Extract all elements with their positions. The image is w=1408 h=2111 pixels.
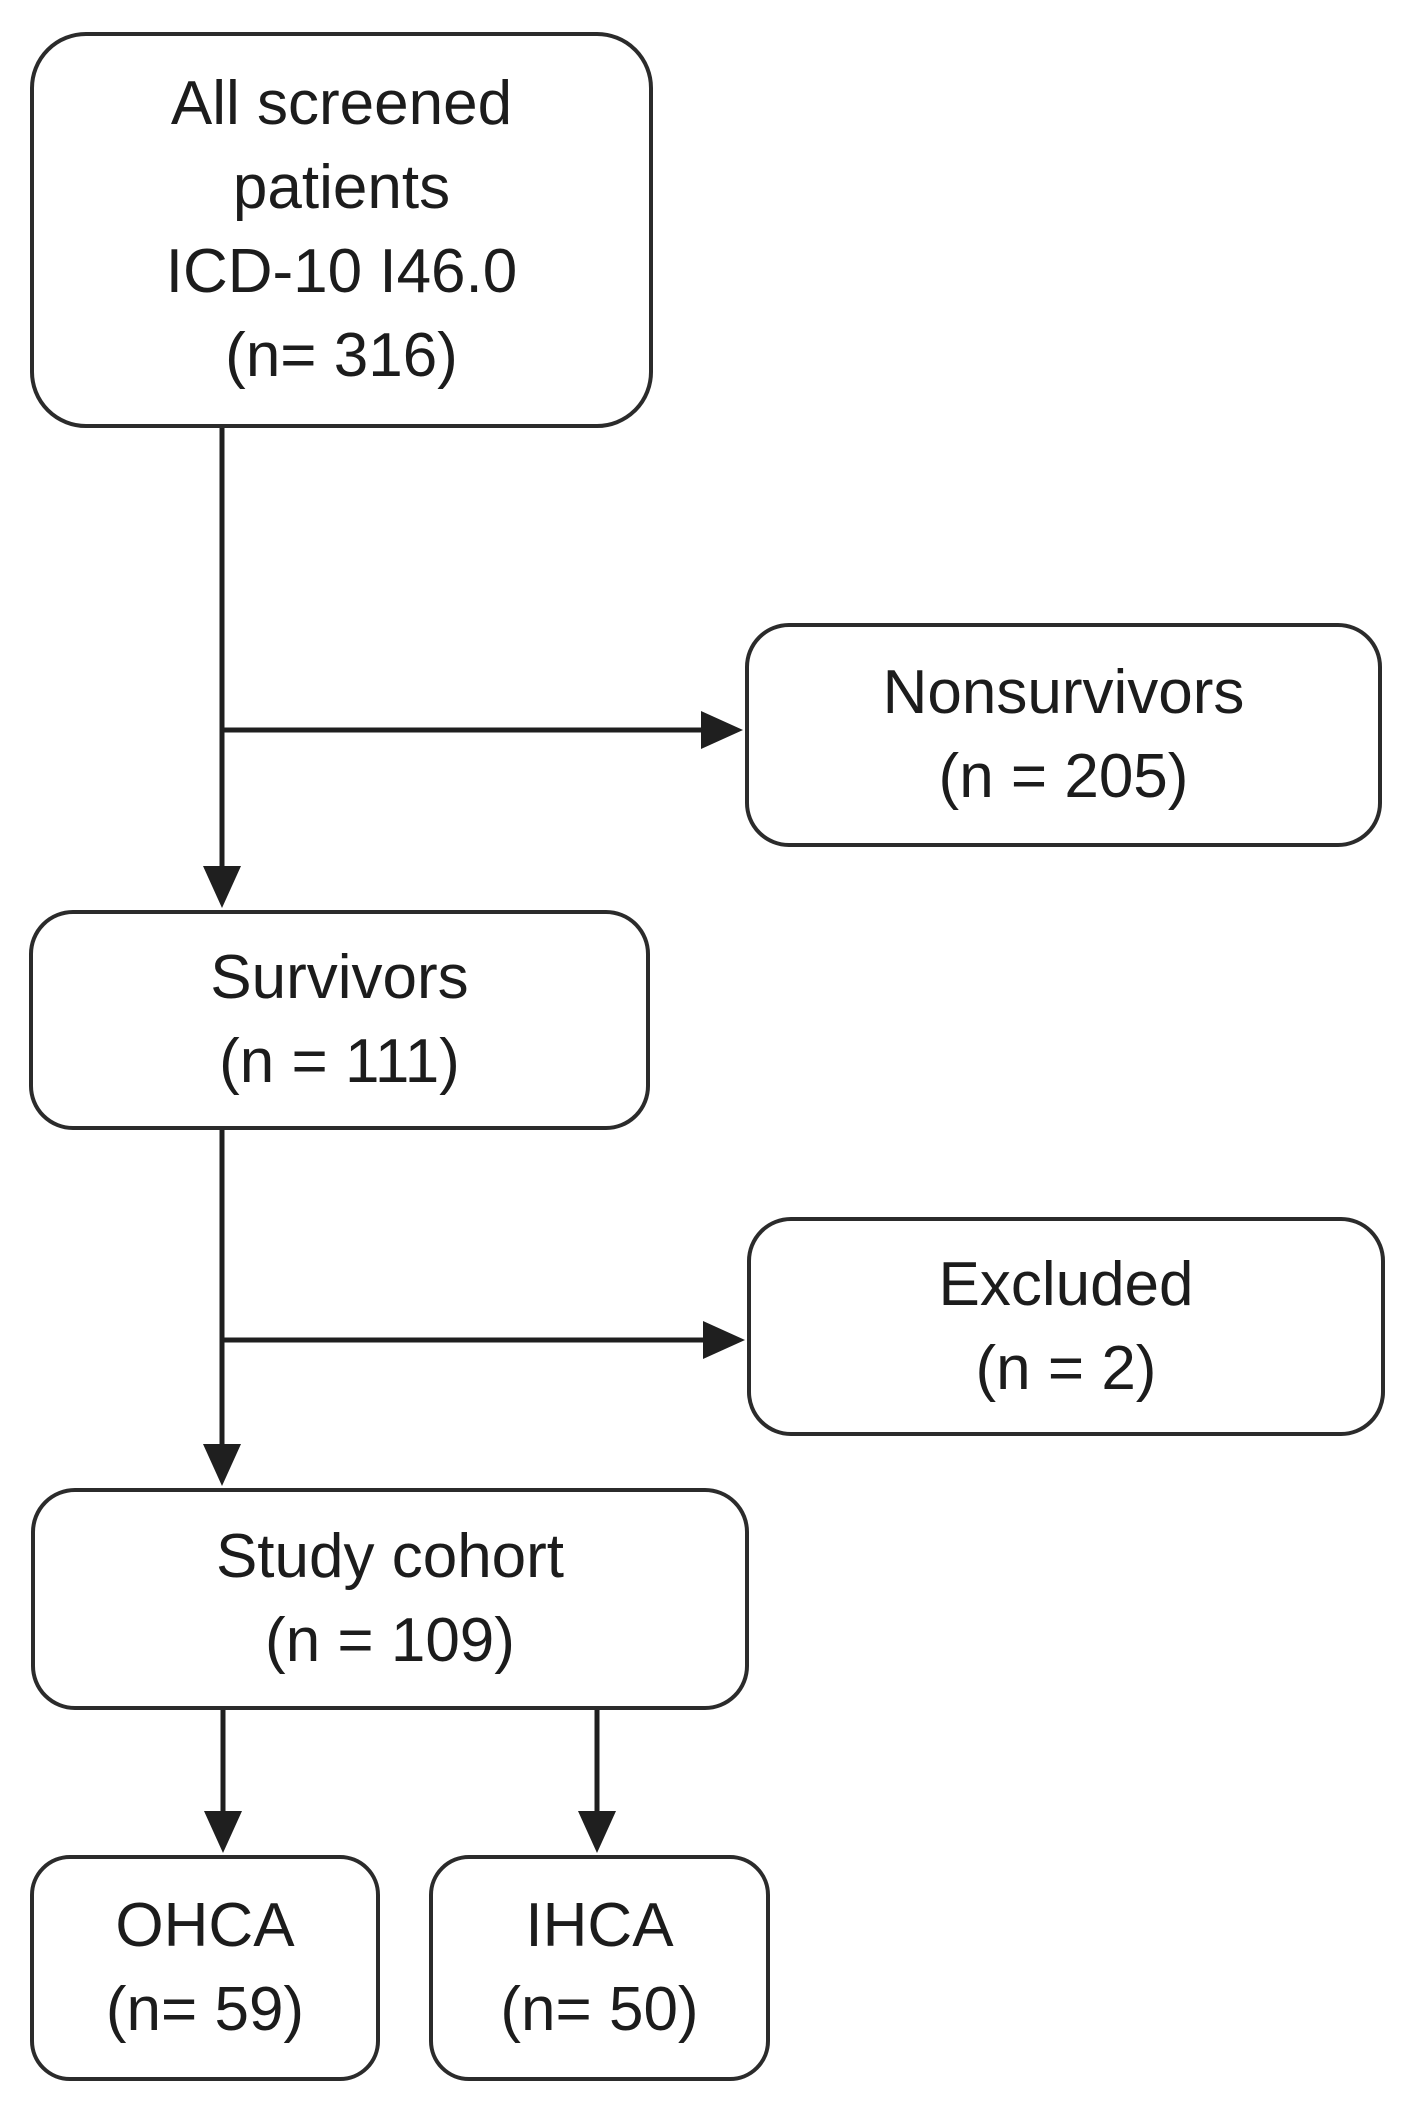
node-line: (n = 111) — [219, 1027, 460, 1096]
connector-survivors-to-excluded — [219, 1321, 745, 1359]
node-line: Study cohort — [215, 1522, 565, 1591]
arrowhead-down-study-cohort — [203, 1444, 241, 1486]
node-study-cohort: Study cohort (n = 109) — [31, 1488, 749, 1710]
connector-survivors-to-study-cohort — [203, 1127, 241, 1486]
node-survivors: Survivors (n = 111) — [29, 910, 650, 1130]
node-line: (n = 2) — [975, 1333, 1157, 1403]
node-line: patients — [232, 153, 451, 222]
node-line: (n= 59) — [105, 1975, 305, 2044]
node-excluded: Excluded (n = 2) — [747, 1217, 1385, 1436]
arrowhead-down-ohca — [204, 1811, 242, 1853]
node-line: IHCA — [525, 1891, 674, 1960]
node-ohca: OHCA (n= 59) — [30, 1855, 380, 2081]
node-line: (n= 50) — [500, 1975, 699, 2044]
connector-study-cohort-to-ihca — [578, 1707, 616, 1853]
node-line: (n = 205) — [938, 742, 1189, 811]
node-line: Survivors — [210, 943, 469, 1012]
node-line: Nonsurvivors — [882, 658, 1245, 727]
node-nonsurvivors: Nonsurvivors (n = 205) — [745, 623, 1382, 847]
arrowhead-right-excluded — [703, 1321, 745, 1359]
connector-screened-to-survivors — [203, 425, 241, 908]
node-all-screened-patients: All screened patients ICD-10 I46.0 (n= 3… — [30, 32, 653, 428]
node-line: (n= 316) — [225, 321, 458, 390]
arrowhead-down-ihca — [578, 1811, 616, 1853]
node-ihca: IHCA (n= 50) — [429, 1855, 770, 2081]
node-line: Excluded — [938, 1249, 1194, 1319]
node-line: (n = 109) — [265, 1606, 515, 1675]
node-line: All screened — [170, 69, 513, 138]
arrowhead-down-survivors — [203, 866, 241, 908]
node-line: ICD-10 I46.0 — [165, 237, 518, 306]
node-line: OHCA — [115, 1891, 295, 1960]
arrowhead-right-nonsurvivors — [701, 711, 743, 749]
connector-screened-to-nonsurvivors — [219, 711, 743, 749]
connector-study-cohort-to-ohca — [204, 1707, 242, 1853]
